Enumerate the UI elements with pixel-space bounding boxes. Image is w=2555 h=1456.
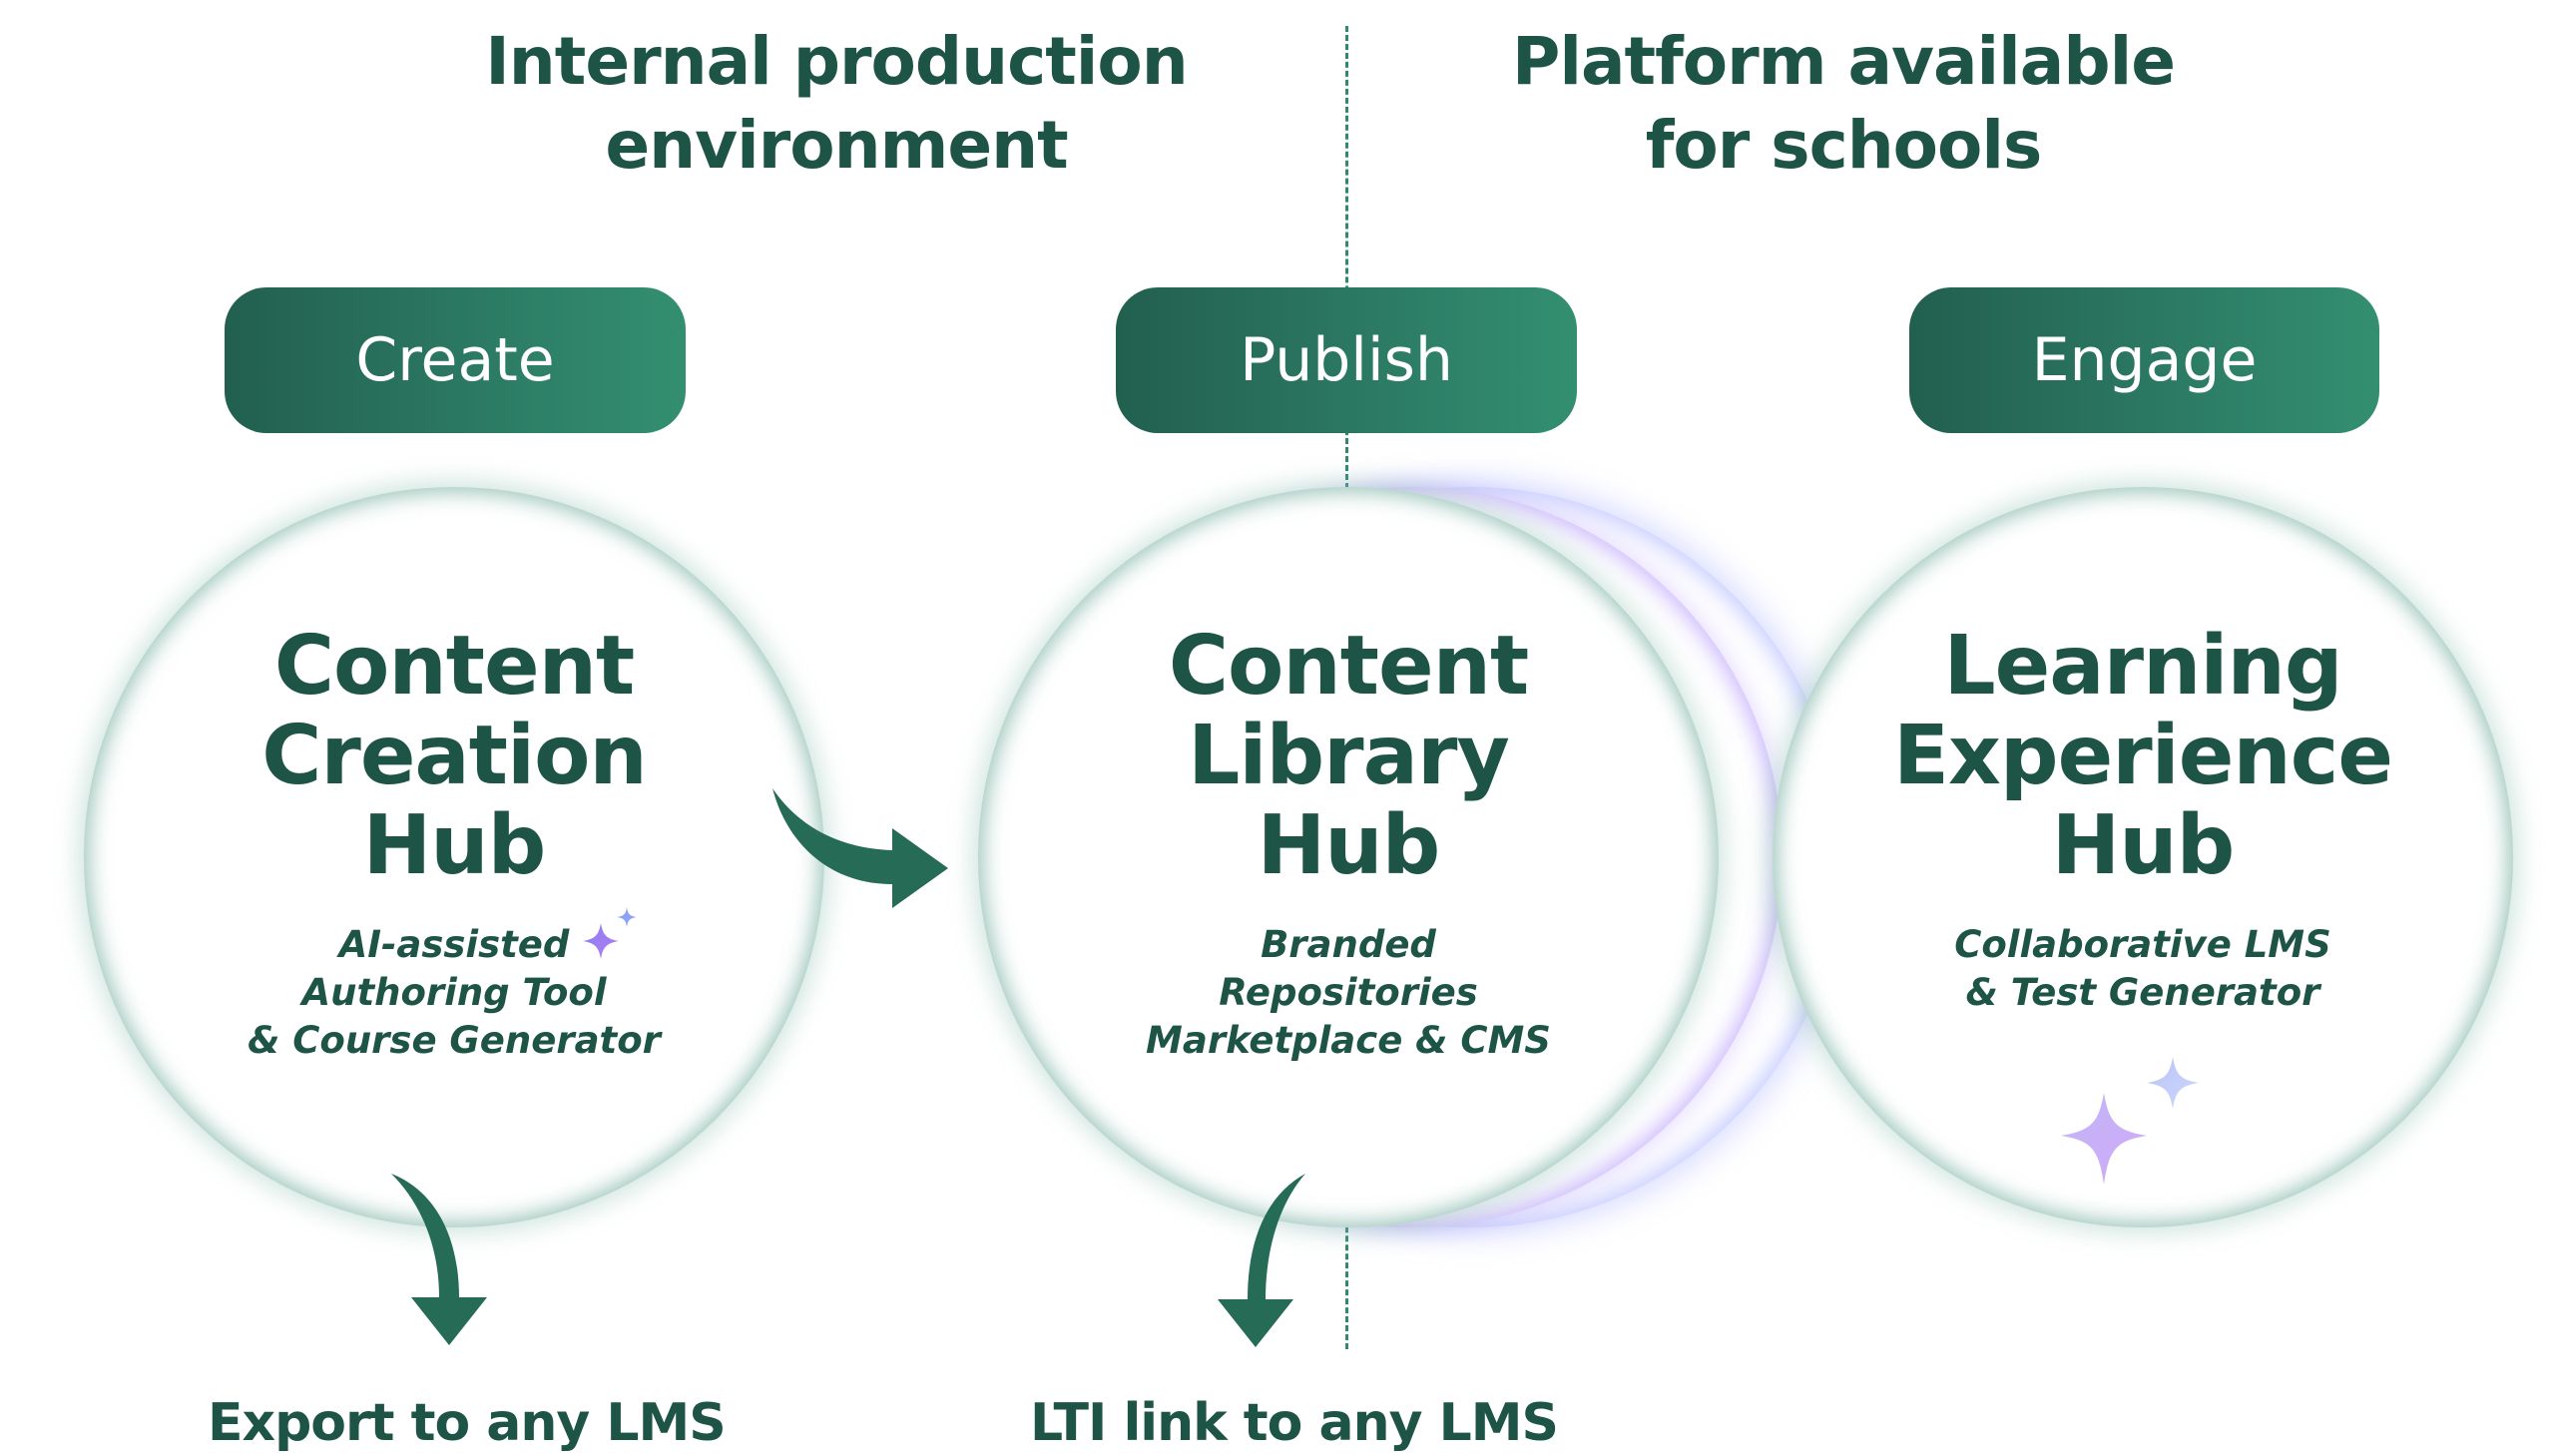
heading-platform-for-schools: Platform available for schools — [1444, 20, 2243, 188]
hub-title-line: Creation — [261, 709, 648, 803]
stage-label: Publish — [1240, 325, 1453, 395]
stage-pill-publish: Publish — [1116, 287, 1577, 433]
hub-title-line: Library — [1188, 709, 1510, 803]
hub-circle-learning-experience: Learning Experience Hub Collaborative LM… — [1773, 487, 2513, 1227]
hub-title-line: Content — [1168, 619, 1529, 714]
stage-pill-engage: Engage — [1909, 287, 2379, 433]
sparkle-large — [583, 923, 619, 959]
hub-title-line: Content — [273, 619, 635, 714]
arrow-right-icon[interactable] — [768, 788, 958, 908]
hub-subtitle-line: AI-assisted — [338, 923, 570, 966]
stage-pill-create: Create — [225, 287, 686, 433]
sparkle-small — [2147, 1057, 2199, 1109]
heading-line: for schools — [1645, 107, 2043, 184]
hub-circle-content-library: Content Library Hub Branded Repositories… — [978, 487, 1719, 1227]
hub-subtitle-line: Marketplace & CMS — [1146, 1019, 1551, 1062]
hub-subtitle: AI-assisted Authoring Tool & Course Gene… — [84, 921, 824, 1065]
hub-title-line: Learning — [1943, 619, 2342, 714]
heading-line: environment — [605, 107, 1068, 184]
stage-label: Engage — [2031, 325, 2258, 395]
hub-subtitle: Branded Repositories Marketplace & CMS — [978, 921, 1719, 1065]
arrow-down-icon[interactable] — [387, 1170, 497, 1359]
hub-title-line: Hub — [362, 798, 547, 893]
hub-title-line: Hub — [1257, 798, 1441, 893]
sparkle-icon — [583, 907, 637, 959]
sparkle-large — [2061, 1093, 2147, 1185]
hub-title-line: Hub — [2051, 798, 2236, 893]
output-label-lti: LTI link to any LMS — [1030, 1393, 1559, 1453]
hub-circle-content-creation: Content Creation Hub AI-assisted Authori… — [84, 487, 824, 1227]
stage-label: Create — [355, 325, 555, 395]
hub-title: Learning Experience Hub — [1773, 622, 2513, 891]
heading-line: Platform available — [1512, 23, 2176, 100]
heading-line: Internal production — [485, 23, 1189, 100]
hub-subtitle-line: Repositories — [1219, 971, 1478, 1014]
arrow-down-icon[interactable] — [1210, 1170, 1319, 1359]
hub-subtitle-line: Authoring Tool — [301, 971, 607, 1014]
hub-subtitle: Collaborative LMS & Test Generator — [1773, 921, 2513, 1017]
sparkle-icon — [2061, 1057, 2199, 1185]
sparkle-small — [617, 907, 637, 927]
hub-title: Content Creation Hub — [84, 622, 824, 891]
hub-subtitle-line: & Test Generator — [1965, 971, 2320, 1014]
hub-subtitle-line: Collaborative LMS — [1954, 923, 2331, 966]
heading-internal-production: Internal production environment — [437, 20, 1236, 188]
hub-title-line: Experience — [1893, 709, 2393, 803]
output-label-export: Export to any LMS — [208, 1393, 727, 1453]
hub-title: Content Library Hub — [978, 622, 1719, 891]
hub-subtitle-line: Branded — [1261, 923, 1436, 966]
hub-subtitle-line: & Course Generator — [248, 1019, 661, 1062]
